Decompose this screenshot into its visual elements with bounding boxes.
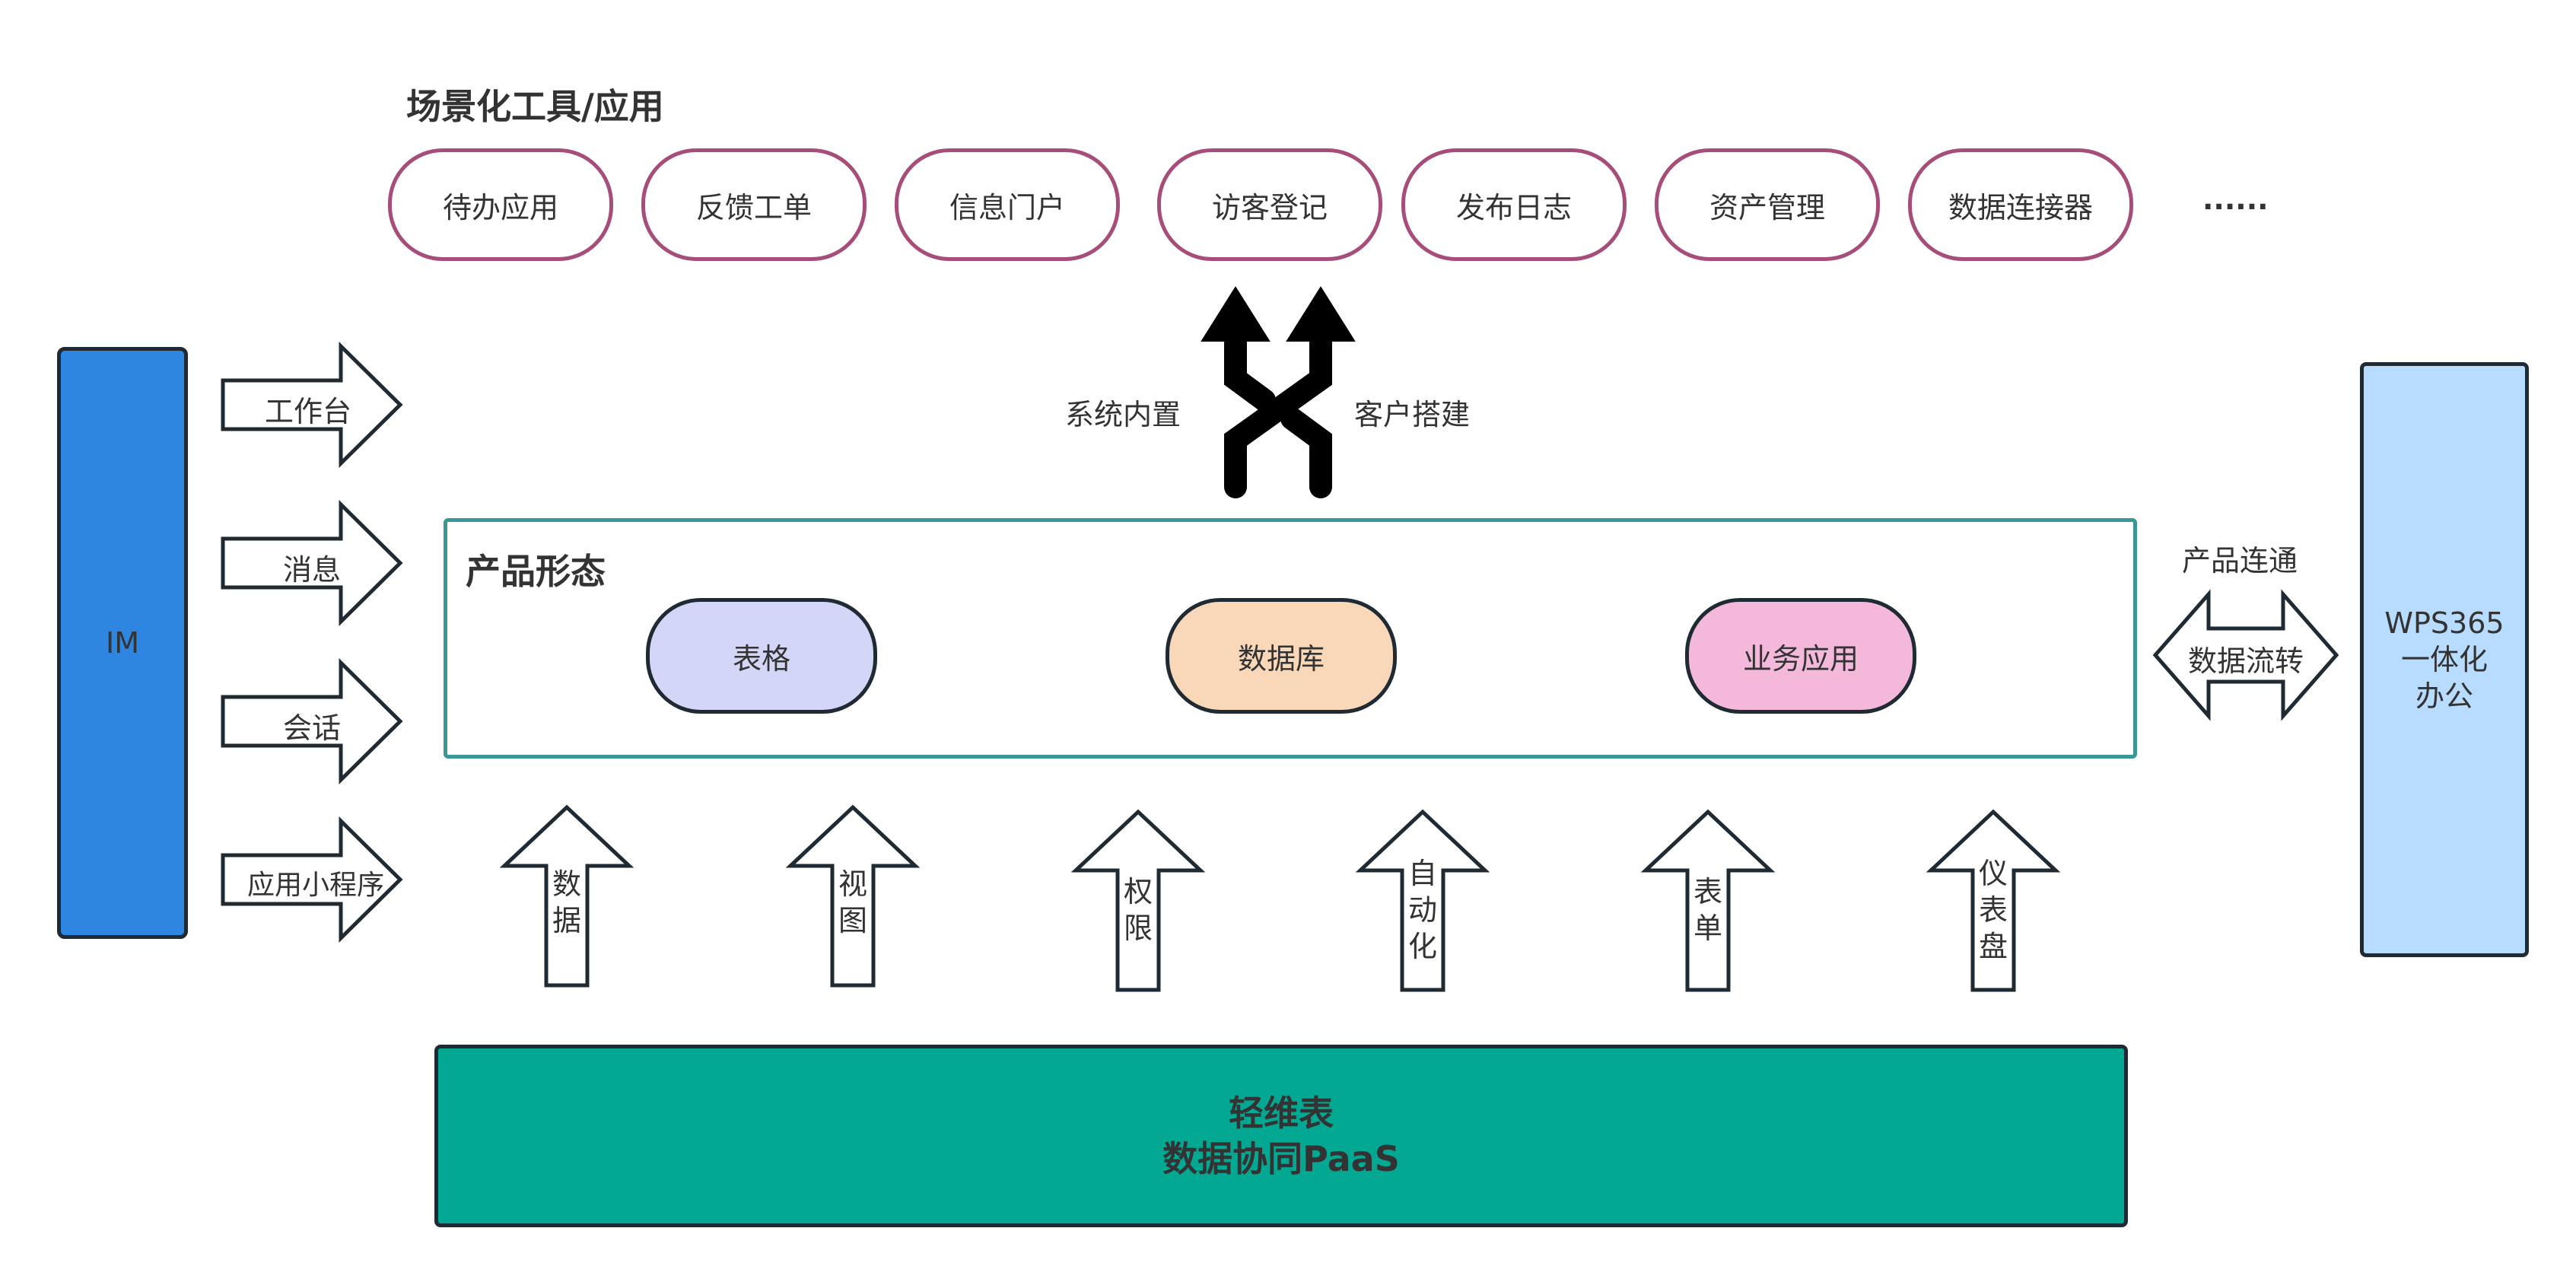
entry-arrow-message xyxy=(221,500,403,626)
paas-line-1: 轻维表 xyxy=(1229,1093,1334,1134)
form-database[interactable]: 数据库 xyxy=(1166,598,1397,714)
capability-label-view: 视图 xyxy=(838,867,867,937)
wps-line-2: 一体化 xyxy=(2400,643,2488,676)
data-flow-double-arrow xyxy=(2152,589,2339,721)
im-bar[interactable]: IM xyxy=(57,347,188,939)
wps-line-1: WPS365 xyxy=(2384,606,2504,640)
scenario-title: 场景化工具/应用 xyxy=(406,86,664,127)
customer-built-label: 客户搭建 xyxy=(1354,398,1471,431)
wps-line-3: 办公 xyxy=(2415,679,2473,713)
app-feedback-ticket[interactable]: 反馈工单 xyxy=(641,148,867,261)
app-data-connector[interactable]: 数据连接器 xyxy=(1908,148,2133,261)
entry-label-workbench[interactable]: 工作台 xyxy=(264,395,351,428)
capability-arrow-permission xyxy=(1070,809,1206,992)
capability-arrow-dashboard xyxy=(1926,809,2061,992)
capability-label-form: 表单 xyxy=(1693,875,1722,945)
entry-arrow-conversation xyxy=(221,658,403,784)
app-todo[interactable]: 待办应用 xyxy=(388,148,613,261)
wps365-bar[interactable]: WPS365 一体化 办公 xyxy=(2360,362,2529,957)
app-asset-management[interactable]: 资产管理 xyxy=(1655,148,1880,261)
capability-arrow-form xyxy=(1640,809,1776,992)
data-flow-label: 数据流转 xyxy=(2187,644,2304,678)
capability-label-permission: 权限 xyxy=(1123,875,1153,945)
entry-arrow-workbench xyxy=(221,342,403,468)
product-form-title: 产品形态 xyxy=(466,551,606,592)
capability-label-automation: 自动化 xyxy=(1407,857,1437,963)
more-apps-ellipsis: ...... xyxy=(2202,183,2269,216)
product-connect-label: 产品连通 xyxy=(2182,544,2298,577)
entry-arrow-mini-program xyxy=(221,816,403,943)
app-visitor-registration[interactable]: 访客登记 xyxy=(1157,148,1382,261)
capability-label-data: 数据 xyxy=(552,867,581,937)
im-label: IM xyxy=(106,626,139,660)
entry-label-message[interactable]: 消息 xyxy=(282,553,341,587)
capability-label-dashboard: 仪表盘 xyxy=(1978,857,2008,963)
capability-arrow-automation xyxy=(1355,809,1490,992)
form-business-app[interactable]: 业务应用 xyxy=(1685,598,1916,714)
crossed-arrows-icon xyxy=(1201,286,1356,498)
capability-arrow-data xyxy=(499,804,634,988)
capability-arrow-view xyxy=(785,804,921,988)
app-info-portal[interactable]: 信息门户 xyxy=(895,148,1120,261)
system-builtin-label: 系统内置 xyxy=(1065,398,1181,431)
app-release-log[interactable]: 发布日志 xyxy=(1401,148,1627,261)
paas-foundation-bar[interactable]: 轻维表 数据协同PaaS xyxy=(434,1045,2128,1227)
paas-line-2: 数据协同PaaS xyxy=(1162,1138,1400,1179)
form-table[interactable]: 表格 xyxy=(646,598,877,714)
entry-label-conversation[interactable]: 会话 xyxy=(282,711,341,745)
entry-label-mini-program[interactable]: 应用小程序 xyxy=(246,870,384,901)
